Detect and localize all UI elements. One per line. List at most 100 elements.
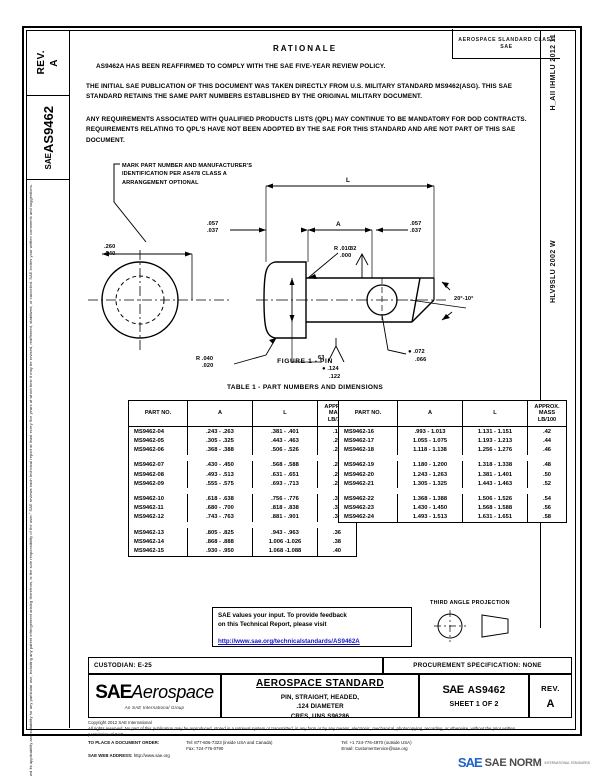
cell-part-no: MS9462-17: [338, 436, 398, 446]
cell-dim-a: 1.118 - 1.138: [397, 445, 463, 455]
cell-dim-l: 1.443 - 1.463: [462, 479, 528, 489]
email-text: Email: CustomerService@sae.org: [341, 746, 408, 752]
cell-dim-l: .631 - .651: [252, 470, 318, 480]
dim-hole-dia-min: .066: [415, 356, 427, 363]
dim-surface-finish-32: 32: [350, 246, 357, 252]
cell-part-no: MS9462-18: [338, 445, 398, 455]
rationale-heading: RATIONALE: [272, 44, 338, 53]
cell-dim-l: 1.506 - 1.526: [462, 494, 528, 504]
dim-head-thk-min-r: .037: [410, 227, 422, 234]
dim-fillet-r-min: .000: [340, 252, 352, 259]
order-label-text: TO PLACE A DOCUMENT ORDER:: [88, 739, 160, 745]
rail-document-number-cell: SAEAS9462: [26, 96, 70, 180]
cell-mass: .52: [527, 479, 567, 489]
cell-dim-a: .555 - .575: [187, 479, 253, 489]
dim-surface-finish-63: 63: [318, 355, 325, 361]
cell-part-no: MS9462-21: [338, 479, 398, 489]
cell-part-no: MS9462-09: [128, 479, 188, 489]
projection-symbol-svg: [434, 610, 509, 642]
feedback-url-link[interactable]: http://www.sae.org/technicalstandards/AS…: [218, 637, 360, 645]
th-dim-a: A: [187, 400, 253, 428]
sheet-number-text: SHEET 1 OF 2: [449, 701, 499, 708]
watermark-grey-text: SAE NORM: [484, 756, 542, 769]
cell-dim-a: .493 - .513: [187, 470, 253, 480]
table-header-row: PART NO. A L APPROX. MASS LB/100: [128, 400, 357, 428]
sae-mark-text: SAE: [442, 684, 464, 696]
cell-dim-a: .930 - .950: [187, 546, 253, 557]
th-part-no: PART NO.: [338, 400, 398, 428]
cell-part-no: MS9462-15: [128, 546, 188, 557]
watermark-tiny-text: INTERNATIONAL STANDARDS: [544, 760, 590, 765]
cell-dim-a: 1.055 - 1.075: [397, 436, 463, 446]
cell-dim-a: .993 - 1.013: [397, 426, 463, 437]
standard-subtitle: PIN, STRAIGHT, HEADED, .124 DIAMETER CRE…: [222, 693, 418, 721]
part-table-left: PART NO. A L APPROX. MASS LB/100 MS9462-…: [128, 400, 357, 557]
cell-dim-l: 1.006 -1.026: [252, 537, 318, 547]
cell-dim-a: 1.243 - 1.263: [397, 470, 463, 480]
standard-class-stamp: AEROSPACE SLANDARD CLASS SAE: [452, 29, 560, 59]
cell-dim-l: 1.381 - 1.401: [462, 470, 528, 480]
dim-head-thk-max-r: .057: [410, 221, 422, 227]
cell-dim-l: 1.131 - 1.151: [462, 426, 528, 437]
cell-part-no: MS9462-24: [338, 512, 398, 523]
cell-dim-l: .443 - .463: [252, 436, 318, 446]
th-dim-l: L: [252, 400, 318, 428]
cell-mass: .46: [527, 445, 567, 455]
dim-chamfer-angle: 20°-10°: [454, 296, 474, 302]
cell-dim-l: 1.631 - 1.651: [462, 512, 528, 523]
cell-dim-l: .693 - .713: [252, 479, 318, 489]
rail-doc-number: SAEAS9462: [41, 106, 56, 169]
cell-dim-a: .743 - .763: [187, 512, 253, 522]
cell-dim-a: .243 - .263: [187, 426, 253, 437]
dim-head-thk-min-l: .037: [207, 227, 219, 234]
footer-intl-col: Tel: +1 724-776-4970 (outside USA) Email…: [341, 740, 518, 754]
cell-mass: .54: [527, 494, 567, 504]
custodian-text: CUSTODIAN: E-25: [94, 662, 153, 669]
table-row: MS9462-09.555 - .575.693 - .713.28: [128, 479, 357, 489]
dim-head-thk-max-l: .057: [207, 221, 219, 227]
right-margin-rail: H_AII IHMLU 2012 11 HLV9SLU 2002 W 6ULU …: [540, 30, 574, 628]
cell-dim-a: 1.368 - 1.388: [397, 494, 463, 504]
dim-hole-diameter: ● .072 .066: [408, 349, 427, 363]
th-mass-line-3: LB/100: [327, 416, 347, 423]
cell-part-no: MS9462-22: [338, 494, 398, 504]
cell-dim-l: .381 - .401: [252, 426, 318, 437]
logo-subtitle: An SAE International Group: [124, 705, 185, 710]
cell-dim-l: .506 - .526: [252, 445, 318, 455]
dim-head-dia-max: .260: [104, 244, 116, 250]
th-mass-line-2: MASS: [328, 410, 346, 417]
cell-part-no: MS9462-13: [128, 527, 188, 538]
cell-part-no: MS9462-08: [128, 470, 188, 480]
feedback-line-1: SAE values your input. To provide feedba…: [218, 612, 347, 619]
cell-dim-a: 1.430 - 1.450: [397, 503, 463, 513]
th-mass-line-1: APPROX.: [534, 404, 560, 410]
feedback-line-2: on this Technical Report, please visit: [218, 620, 327, 628]
left-margin-rail: REV. A SAEAS9462 SAE Technical Standards…: [26, 30, 70, 776]
page-border-inner: [26, 30, 576, 730]
dim-shank-diameter: ● .124 .122: [322, 366, 341, 380]
figure-caption: FIGURE 1 - PIN: [277, 358, 333, 365]
rail-sae-prefix: SAE: [43, 152, 53, 170]
cell-part-no: MS9462-19: [338, 460, 398, 471]
cell-dim-a: .805 - .825: [187, 527, 253, 538]
dim-head-thickness-right: .057 .037: [410, 221, 421, 235]
third-angle-projection-label: THIRD ANGLE PROJECTION: [430, 600, 510, 606]
part-table-right: PART NO. A L APPROX. MASS LB/100 MS9462-…: [338, 400, 567, 523]
part-number-table-left: PART NO. A L APPROX. MASS LB/100 MS9462-…: [128, 400, 357, 557]
table-row: MS9462-07.430 - .450.568 - .588.24: [128, 460, 357, 471]
cell-dim-a: .618 - .638: [187, 494, 253, 504]
cell-dim-a: .680 - .700: [187, 503, 253, 513]
table-head-left: PART NO. A L APPROX. MASS LB/100: [128, 400, 357, 428]
cell-mass: .58: [527, 512, 567, 523]
dim-label-L: L: [346, 177, 351, 184]
rail-rev-label: REV.: [36, 50, 47, 75]
